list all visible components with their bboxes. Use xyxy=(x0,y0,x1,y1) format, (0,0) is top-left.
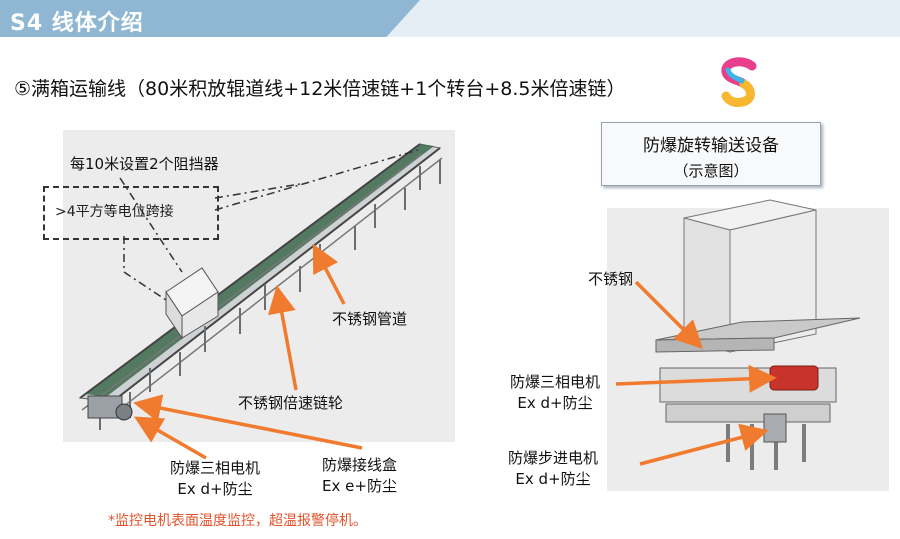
slide-title: S4 线体介绍 xyxy=(10,11,144,36)
stepper-motor-label-line2: Ex d+防尘 xyxy=(515,470,591,488)
sprocket-label: 不锈钢倍速链轮 xyxy=(238,394,344,412)
inspection-box xyxy=(165,267,219,340)
dashed-leaders xyxy=(119,149,419,301)
junction-box-label: 防爆接线盒 Ex e+防尘 xyxy=(322,455,397,497)
junction-box-label-line1: 防爆接线盒 xyxy=(322,456,398,474)
right-motor-label-line1: 防爆三相电机 xyxy=(510,373,601,391)
right-motor-label-line2: Ex d+防尘 xyxy=(517,394,593,412)
left-motor-label-line2: Ex d+防尘 xyxy=(177,480,253,498)
callout-arrows xyxy=(133,243,363,460)
right-motor-label: 防爆三相电机 Ex d+防尘 xyxy=(510,372,600,414)
s-logo-icon xyxy=(721,57,757,107)
pipe-label: 不锈钢管道 xyxy=(332,310,408,328)
stainless-label: 不锈钢 xyxy=(588,270,634,288)
header-tab xyxy=(0,0,420,37)
junction-box-label-line2: Ex e+防尘 xyxy=(322,477,397,495)
bonding-note: >4平方等电位跨接 xyxy=(55,204,174,220)
bonding-callout-box: >4平方等电位跨接 xyxy=(43,186,219,240)
motor-unit xyxy=(87,395,133,421)
blocker-note: 每10米设置2个阻挡器 xyxy=(70,155,219,173)
left-motor-label: 防爆三相电机 Ex d+防尘 xyxy=(170,458,260,500)
rotary-equipment xyxy=(655,199,861,470)
stepper-motor-label-line1: 防爆步进电机 xyxy=(508,449,599,467)
left-motor-label-line1: 防爆三相电机 xyxy=(170,459,261,477)
rotary-subtitle: （示意图） xyxy=(673,162,749,180)
temperature-monitor-note: *监控电机表面温度监控，超温报警停机。 xyxy=(108,513,367,529)
line-subtitle: ⑤满箱运输线（80米积放辊道线+12米倍速链+1个转台+8.5米倍速链） xyxy=(14,78,626,100)
right-callout-arrows xyxy=(615,280,777,466)
stepper-motor-label: 防爆步进电机 Ex d+防尘 xyxy=(508,448,598,490)
rotary-title-box: 防爆旋转输送设备 （示意图） xyxy=(601,122,821,186)
rotary-title: 防爆旋转输送设备 xyxy=(643,136,779,156)
